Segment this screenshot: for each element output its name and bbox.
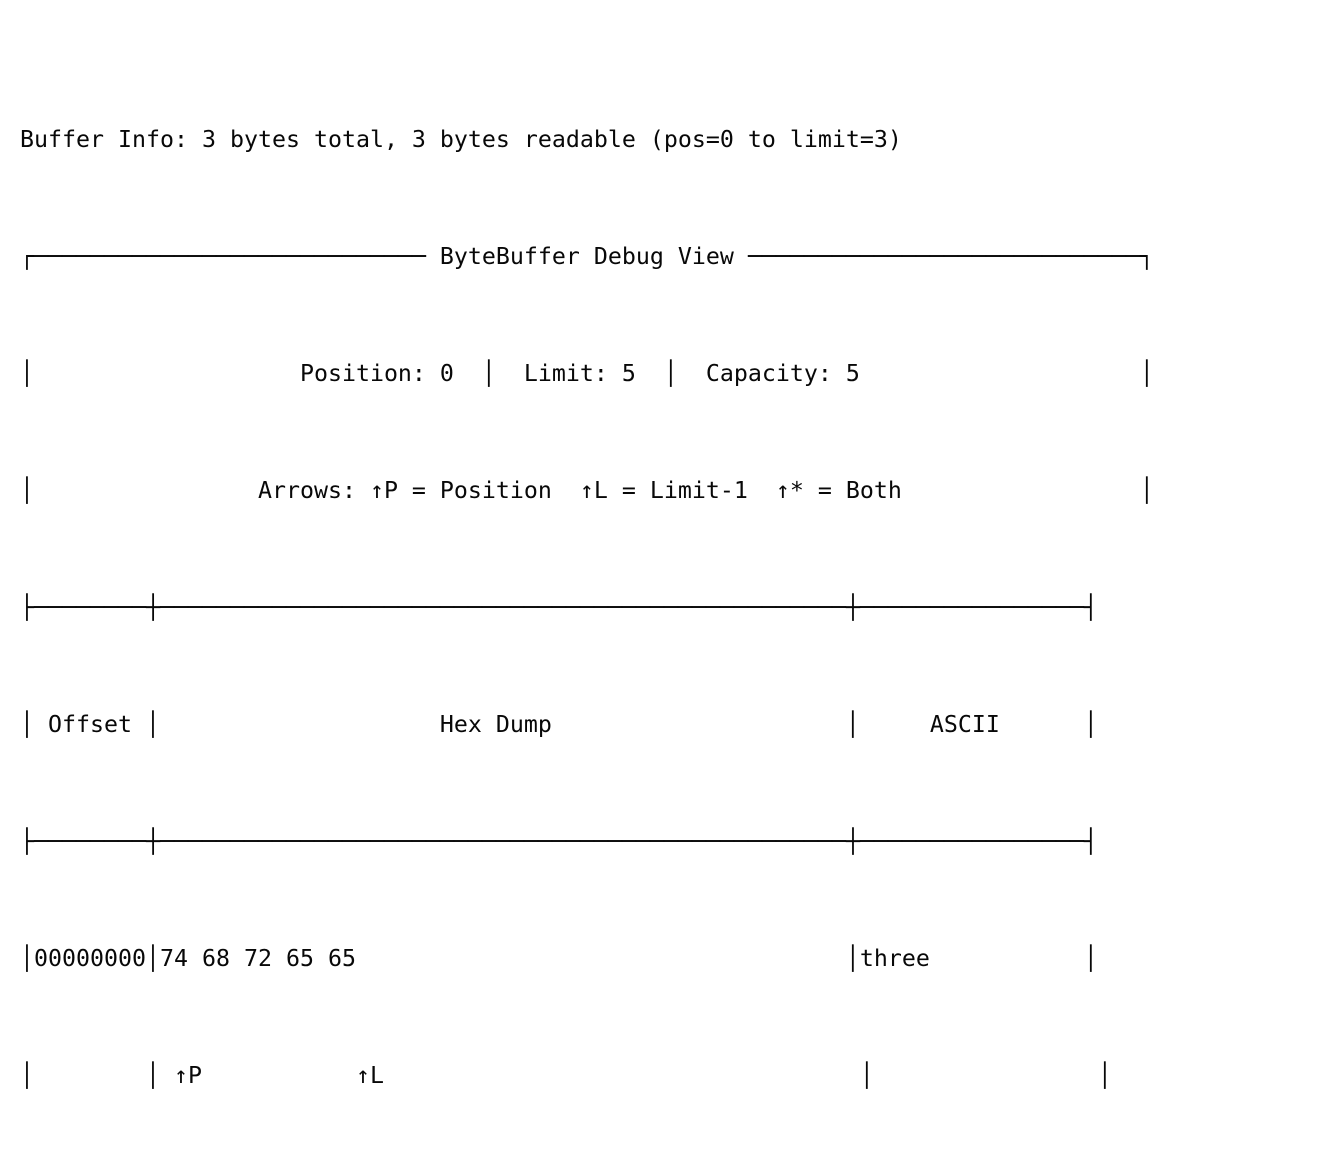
table-separator-mid: ├────────┼──────────────────────────────… (20, 828, 1098, 855)
position-limit-capacity: │ Position: 0 │ Limit: 5 │ Capacity: 5 │ (20, 360, 1154, 387)
box-top-border-title: ┌──────────────────────────── ByteBuffer… (20, 243, 1154, 270)
buffer-info-line-1: Buffer Info: 3 bytes total, 3 bytes read… (20, 126, 902, 153)
console-output: Buffer Info: 3 bytes total, 3 bytes read… (20, 126, 1154, 1089)
table-header-row: │ Offset │ Hex Dump │ ASCII │ (20, 711, 1098, 738)
arrows-legend: │ Arrows: ↑P = Position ↑L = Limit-1 ↑* … (20, 477, 1154, 504)
hex-dump-data-row: │00000000│74 68 72 65 65 │three │ (20, 945, 1098, 972)
arrow-indicator-row: │ │ ↑P ↑L │ │ (20, 1062, 1112, 1089)
table-separator-top: ├────────┼──────────────────────────────… (20, 594, 1098, 621)
